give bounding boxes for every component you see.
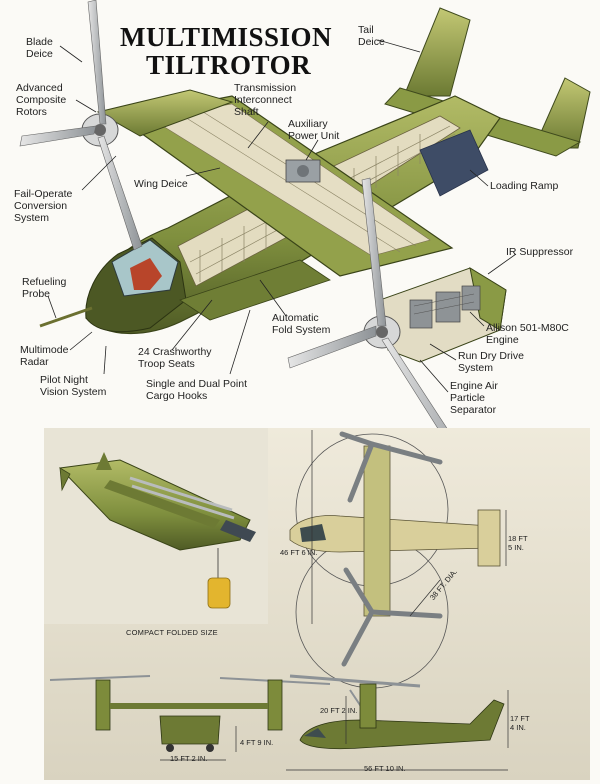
folded-aircraft-view xyxy=(58,452,256,609)
left-nacelle xyxy=(19,0,234,251)
front-view xyxy=(49,675,508,771)
side-view xyxy=(289,674,509,750)
title-line-2: TILTROTOR xyxy=(146,50,312,80)
callout-loading-ramp: Loading Ramp xyxy=(490,180,559,192)
leader-lines xyxy=(47,39,517,393)
dim-rotor-height: 20 FT 2 IN. xyxy=(320,706,358,715)
compact-folded-caption: COMPACT FOLDED SIZE xyxy=(126,628,218,637)
top-view xyxy=(289,430,507,689)
dim-gear-height: 4 FT 9 IN. xyxy=(240,738,274,747)
callout-wing-deice: Wing Deice xyxy=(134,178,188,190)
dim-span-overall: 46 FT 6 IN. xyxy=(280,548,318,557)
dim-length: 56 FT 10 IN. xyxy=(364,764,406,773)
callout-ir-suppressor: IR Suppressor xyxy=(506,246,574,258)
title-line-1: MULTIMISSION xyxy=(120,22,333,52)
dim-track: 15 FT 2 IN. xyxy=(170,754,208,763)
